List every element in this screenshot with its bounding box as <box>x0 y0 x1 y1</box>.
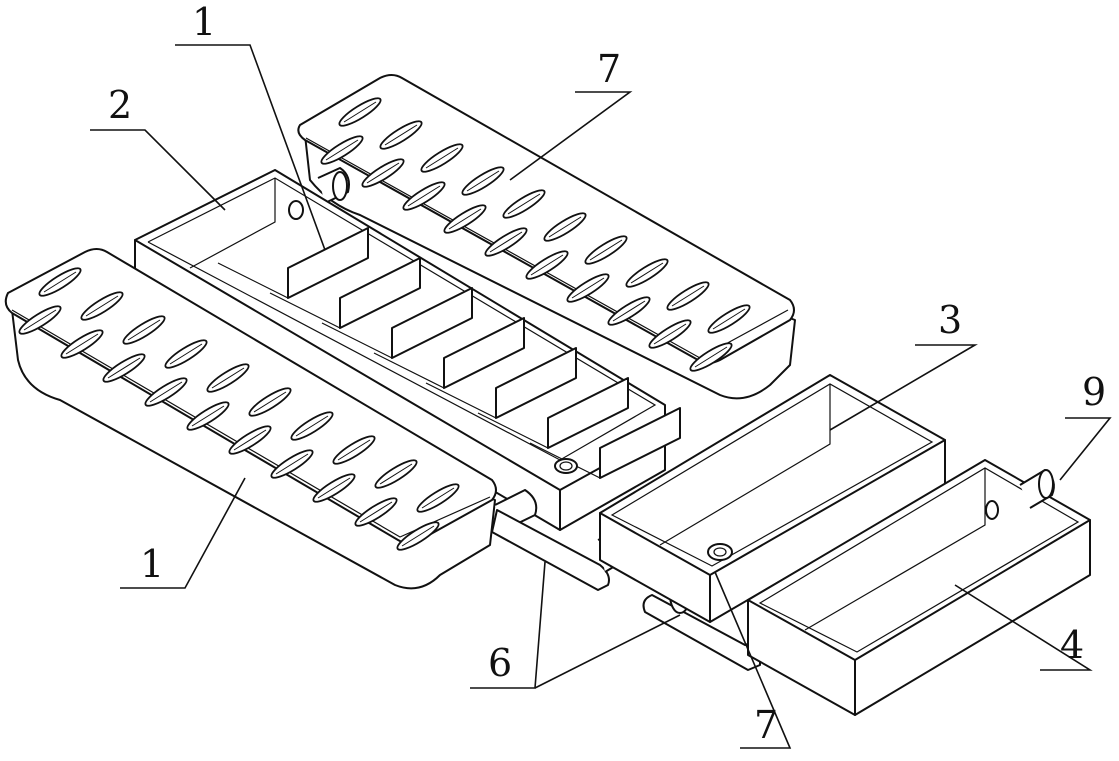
partition-plate <box>391 287 473 359</box>
lid-slot-edge <box>548 216 582 238</box>
label-bottom-1: 1 <box>140 542 164 586</box>
lid-slot-edge <box>149 381 183 403</box>
lid-slot-edge <box>253 391 287 413</box>
partition-plate <box>547 377 629 449</box>
partition-floor-line <box>269 292 341 329</box>
lid-slot-edge <box>421 487 455 509</box>
partition-plate <box>287 227 369 299</box>
lid-slot-edge <box>507 193 541 215</box>
leader-lines <box>90 44 1112 749</box>
lid-slot-edge <box>43 271 77 293</box>
lid-slot-edge <box>233 429 267 451</box>
partition-floor-line <box>321 322 393 359</box>
lid-slot-edge <box>466 170 500 192</box>
label-4: 4 <box>1060 623 1084 667</box>
tank-3 <box>599 374 946 623</box>
lower-slotted-tray <box>4 248 538 590</box>
lid-slot-edge <box>317 477 351 499</box>
lid-slot-edge <box>337 439 371 461</box>
lid-slot-edge <box>530 254 564 276</box>
lid-slot-edge <box>85 295 119 317</box>
lid-slot-edge <box>384 124 418 146</box>
lid-slot-edge <box>127 319 161 341</box>
lower-lid-slots <box>18 267 460 551</box>
label-6: 6 <box>488 641 512 685</box>
upper-lid-slots <box>320 97 751 372</box>
partition-plate <box>339 257 421 329</box>
partition-floor-line <box>477 412 549 449</box>
lid-slot-edge <box>295 415 329 437</box>
lid-slot-edge <box>23 309 57 331</box>
partition-plate <box>495 347 577 419</box>
lid-slot-edge <box>612 300 646 322</box>
lid-slot-edge <box>211 367 245 389</box>
lid-slot-edge <box>65 333 99 355</box>
label-3: 3 <box>938 298 962 342</box>
label-2: 2 <box>108 83 132 127</box>
label-top-7: 7 <box>597 47 621 91</box>
label-top-1: 1 <box>192 0 216 44</box>
lid-slot-edge <box>366 162 400 184</box>
lid-slot-edge <box>191 405 225 427</box>
lid-slot-edge <box>712 308 746 330</box>
lid-slot-edge <box>489 231 523 253</box>
lid-slot-edge <box>630 262 664 284</box>
label-bottom-7: 7 <box>754 703 778 747</box>
partitioned-tank <box>134 169 681 531</box>
lid-slot-edge <box>379 463 413 485</box>
lid-slot-edge <box>448 208 482 230</box>
lid-slot-edge <box>571 277 605 299</box>
label-9: 9 <box>1082 370 1106 414</box>
tank-4 <box>747 459 1091 716</box>
upper-slotted-tray <box>297 74 796 400</box>
partition-plate <box>443 317 525 389</box>
lid-slot-edge <box>169 343 203 365</box>
lid-slot-edge <box>589 239 623 261</box>
partition-floor-line <box>217 262 289 299</box>
lid-slot-edge <box>343 101 377 123</box>
lid-slot-edge <box>107 357 141 379</box>
lid-slot-edge <box>359 501 393 523</box>
partition-floor-line <box>425 382 497 419</box>
lid-slot-edge <box>325 139 359 161</box>
partition-plates <box>217 227 681 479</box>
lid-slot-edge <box>671 285 705 307</box>
lid-slot-edge <box>401 525 435 547</box>
lid-slot-edge <box>425 147 459 169</box>
lid-slot-edge <box>694 346 728 368</box>
part-labels: 1 2 7 3 9 1 6 7 4 <box>108 0 1106 747</box>
partition-floor-line <box>373 352 445 389</box>
partition-plate <box>599 407 681 479</box>
lid-slot-edge <box>653 323 687 345</box>
lid-slot-edge <box>407 185 441 207</box>
lid-slot-edge <box>275 453 309 475</box>
